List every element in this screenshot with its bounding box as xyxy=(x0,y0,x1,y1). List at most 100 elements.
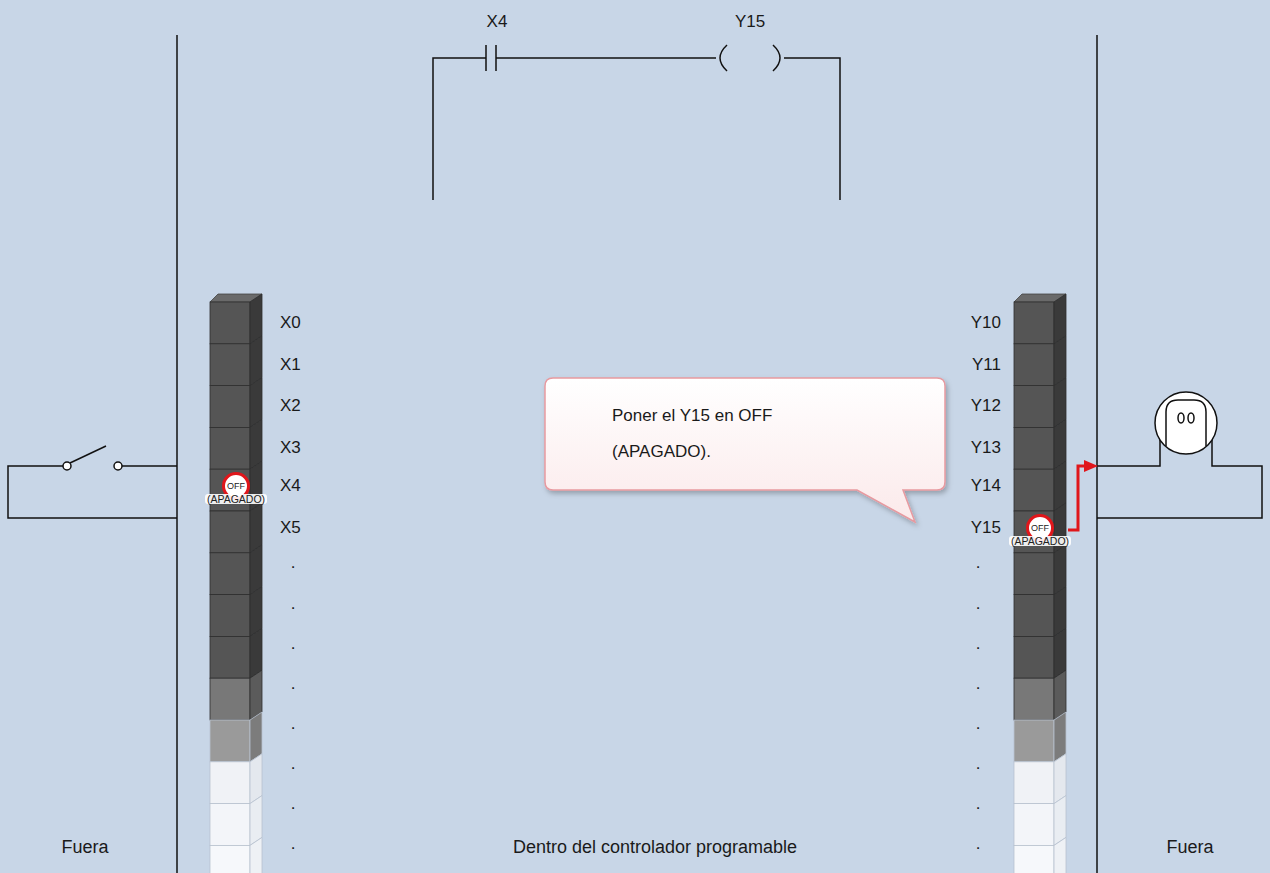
device-bit xyxy=(210,344,250,386)
continuation-dot: . xyxy=(976,553,981,573)
output-label: Y13 xyxy=(971,438,1001,458)
device-bit xyxy=(210,636,250,678)
device-bit xyxy=(210,469,250,511)
boundary-line xyxy=(1096,35,1098,873)
input-label: X2 xyxy=(280,396,301,416)
input-label: X5 xyxy=(280,518,301,538)
continuation-dot: . xyxy=(291,594,296,614)
continuation-dot: . xyxy=(976,794,981,814)
status-badge: OFF (APAGADO) xyxy=(186,472,286,512)
input-label: X3 xyxy=(280,438,301,458)
output-label: Y11 xyxy=(972,355,1001,375)
switch-circuit xyxy=(8,446,177,518)
device-bit xyxy=(210,762,250,804)
callout-box: Poner el Y15 en OFF (APAGADO). xyxy=(545,378,945,490)
device-bit xyxy=(210,386,250,428)
device-bit xyxy=(1014,302,1054,344)
device-bit-side xyxy=(1054,545,1066,595)
device-bit xyxy=(1014,386,1054,428)
device-bit-side xyxy=(250,628,262,678)
device-bit-side xyxy=(1054,587,1066,637)
device-bit-side xyxy=(1054,796,1066,846)
output-label: Y12 xyxy=(971,396,1001,416)
device-bit-side xyxy=(250,503,262,553)
callout-shape xyxy=(545,378,945,490)
device-bit-side xyxy=(250,336,262,386)
continuation-dot: . xyxy=(291,553,296,573)
device-bit-side xyxy=(1054,336,1066,386)
callout-text: Poner el Y15 en OFF (APAGADO). xyxy=(612,398,847,470)
continuation-dot: . xyxy=(291,674,296,694)
device-bit xyxy=(1014,595,1054,637)
badge-state-note: (APAGADO) xyxy=(1009,536,1071,547)
device-bit xyxy=(210,804,250,846)
device-bit xyxy=(210,595,250,637)
device-bit-side xyxy=(1054,378,1066,428)
device-bit xyxy=(1014,636,1054,678)
device-bit-side xyxy=(250,712,262,762)
device-bit xyxy=(210,553,250,595)
badge-shape xyxy=(186,472,286,512)
device-bit xyxy=(210,678,250,720)
contact-label: X4 xyxy=(487,12,508,32)
boundary-line xyxy=(176,35,178,873)
lamp-circuit xyxy=(1097,392,1262,518)
device-bit xyxy=(210,720,250,762)
device-bit-side xyxy=(1054,837,1066,873)
device-bit-side xyxy=(250,796,262,846)
device-bit-side xyxy=(250,294,262,344)
device-bit xyxy=(1014,553,1054,595)
coil-label: Y15 xyxy=(735,12,765,32)
input-label: X0 xyxy=(280,313,301,333)
signal-leader xyxy=(1068,466,1092,530)
badge-state-note: (APAGADO) xyxy=(205,494,267,505)
badge-state: OFF xyxy=(227,482,245,491)
continuation-dot: . xyxy=(976,754,981,774)
device-bit xyxy=(1014,427,1054,469)
device-bit-side xyxy=(1054,294,1066,344)
device-bit-side xyxy=(1054,461,1066,511)
continuation-dot: . xyxy=(976,714,981,734)
output-label: Y10 xyxy=(971,313,1001,333)
device-bit-side xyxy=(250,587,262,637)
device-bit xyxy=(210,302,250,344)
device-bit-side xyxy=(250,670,262,720)
device-bit xyxy=(1014,720,1054,762)
device-bit xyxy=(1014,845,1054,873)
device-bit-side xyxy=(250,754,262,804)
device-bit xyxy=(210,511,250,553)
device-bit xyxy=(1014,469,1054,511)
device-bit-side xyxy=(1054,628,1066,678)
output-label: Y14 xyxy=(971,476,1001,496)
device-bit xyxy=(210,845,250,873)
device-bit-side xyxy=(1054,712,1066,762)
ladder-rung xyxy=(433,45,840,200)
continuation-dot: . xyxy=(291,834,296,854)
device-bit xyxy=(1014,511,1054,553)
device-bit xyxy=(1014,762,1054,804)
device-bit xyxy=(1014,344,1054,386)
signal-flag xyxy=(1084,460,1098,472)
device-bit xyxy=(210,427,250,469)
device-bit-side xyxy=(1054,419,1066,469)
area-label: Fuera xyxy=(1166,837,1213,858)
device-bit-side xyxy=(250,545,262,595)
continuation-dot: . xyxy=(291,754,296,774)
callout-outline xyxy=(545,378,945,522)
output-label: Y15 xyxy=(971,518,1001,538)
status-badge: OFF(APAGADO) xyxy=(990,514,1090,554)
device-bit-side xyxy=(250,837,262,873)
device-bit-side xyxy=(250,419,262,469)
continuation-dot: . xyxy=(976,594,981,614)
device-columns xyxy=(210,294,1066,873)
continuation-dot: . xyxy=(976,634,981,654)
badge-shape xyxy=(990,514,1090,554)
continuation-dot: . xyxy=(291,714,296,734)
continuation-dot: . xyxy=(976,834,981,854)
area-label: Dentro del controlador programable xyxy=(513,837,797,858)
input-label: X1 xyxy=(280,355,301,375)
device-bit xyxy=(1014,678,1054,720)
input-label: X4 xyxy=(280,476,301,496)
area-label: Fuera xyxy=(61,837,108,858)
device-bit-side xyxy=(1054,754,1066,804)
